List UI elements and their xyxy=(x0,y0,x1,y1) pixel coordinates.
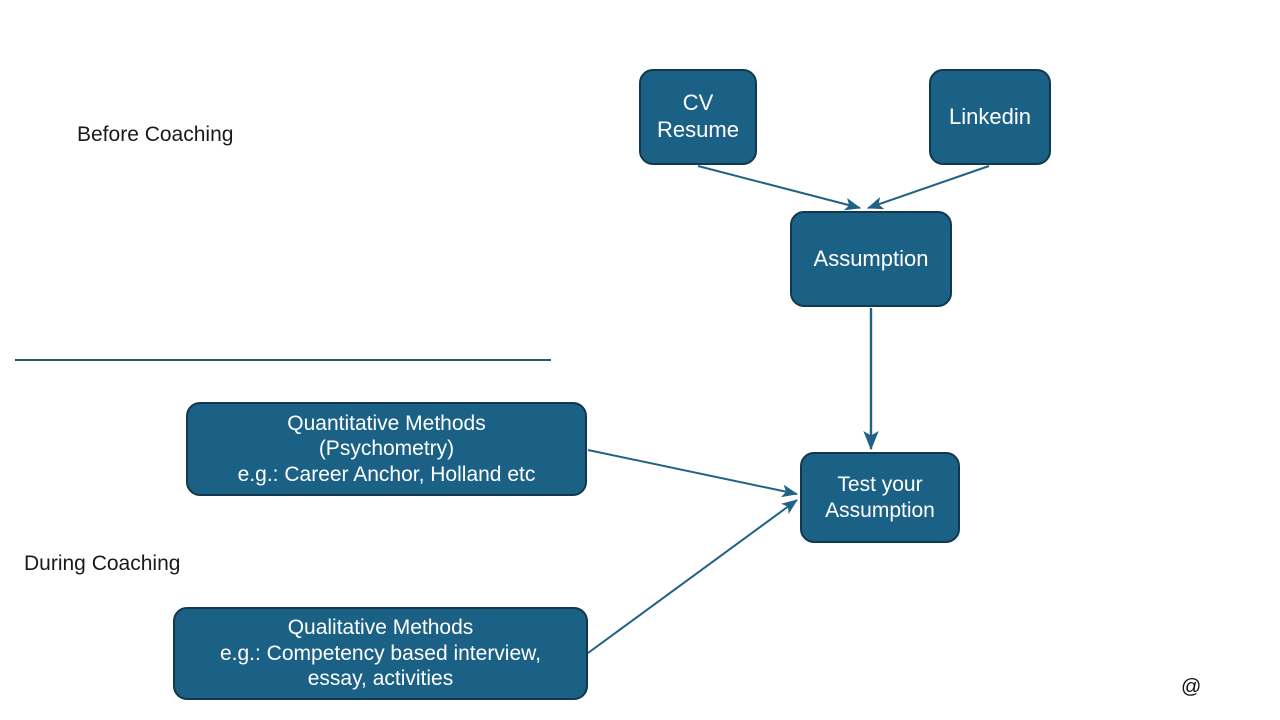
edge-qual-to-test xyxy=(587,499,798,654)
at-watermark: @ xyxy=(1181,676,1202,698)
edge-quant-to-test xyxy=(587,449,798,498)
node-assumption[interactable]: Assumption xyxy=(790,211,952,307)
edge-cv-to-assumption xyxy=(697,165,861,211)
node-cv-resume[interactable]: CV Resume xyxy=(639,69,757,165)
node-qualitative-methods[interactable]: Qualitative Methods e.g.: Competency bas… xyxy=(173,607,588,700)
node-quantitative-methods[interactable]: Quantitative Methods (Psychometry) e.g.:… xyxy=(186,402,587,496)
section-label-during-coaching: During Coaching xyxy=(24,552,181,575)
node-linkedin[interactable]: Linkedin xyxy=(929,69,1051,165)
edge-linkedin-to-assumption xyxy=(867,165,990,210)
node-test-your-assumption[interactable]: Test your Assumption xyxy=(800,452,960,543)
section-label-before-coaching: Before Coaching xyxy=(77,123,234,146)
section-divider xyxy=(15,359,551,361)
